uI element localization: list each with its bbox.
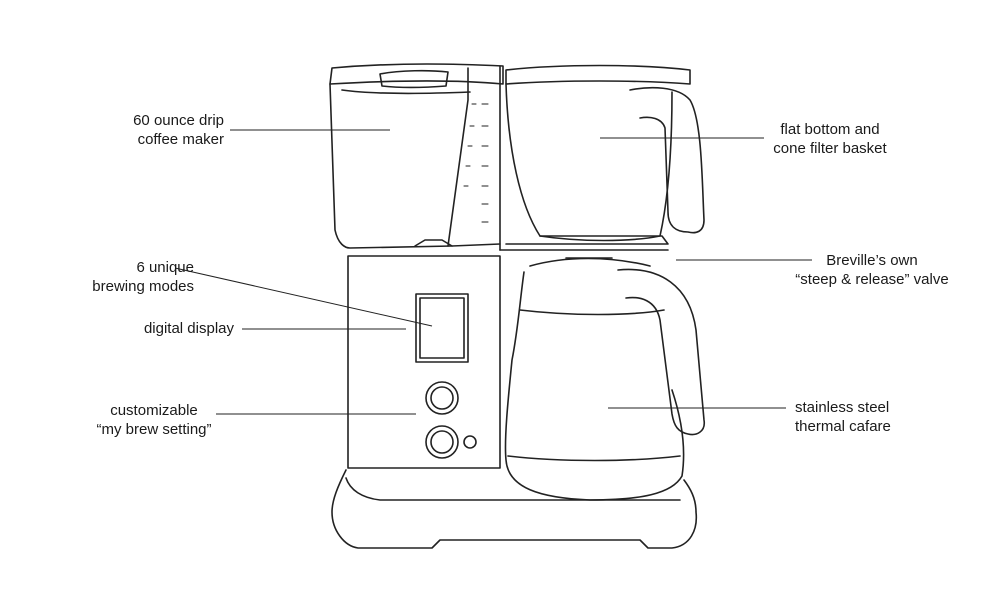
brewing-modes-line2: brewing modes [92, 278, 194, 295]
digital-display-line1: digital display [143, 320, 234, 337]
filter-basket-line2: cone filter basket [773, 140, 887, 157]
water-reservoir [329, 63, 504, 251]
control-column [347, 255, 501, 469]
brewing-modes-line1: 6 unique [136, 259, 194, 276]
drip-maker-line2: coffee maker [137, 131, 224, 148]
drip-maker-line1: 60 ounce drip [133, 112, 224, 129]
callout-leaders [174, 129, 812, 415]
brewing-modes-leader [174, 267, 433, 327]
brew-setting-line2: “my brew setting” [96, 421, 212, 438]
valve-line1: Breville’s own [826, 252, 918, 269]
brew-setting-callout: customizable “my brew setting” [64, 401, 244, 439]
filter-basket [499, 64, 705, 251]
carafe-line2: thermal cafare [795, 418, 891, 435]
filter-basket-line1: flat bottom and [780, 121, 880, 138]
brewing-modes-callout: 6 unique brewing modes [34, 258, 194, 296]
valve-callout: Breville’s own “steep & release” valve [772, 251, 972, 289]
base-plate [331, 469, 698, 549]
drip-maker-callout: 60 ounce drip coffee maker [84, 111, 224, 149]
filter-basket-callout: flat bottom and cone filter basket [750, 120, 910, 158]
carafe-line1: stainless steel [795, 399, 890, 416]
digital-display-callout: digital display [74, 319, 234, 338]
carafe-callout: stainless steel thermal cafare [795, 398, 945, 436]
valve-line2: “steep & release” valve [795, 271, 949, 288]
brew-setting-line1: customizable [110, 402, 198, 419]
thermal-carafe [504, 257, 706, 501]
